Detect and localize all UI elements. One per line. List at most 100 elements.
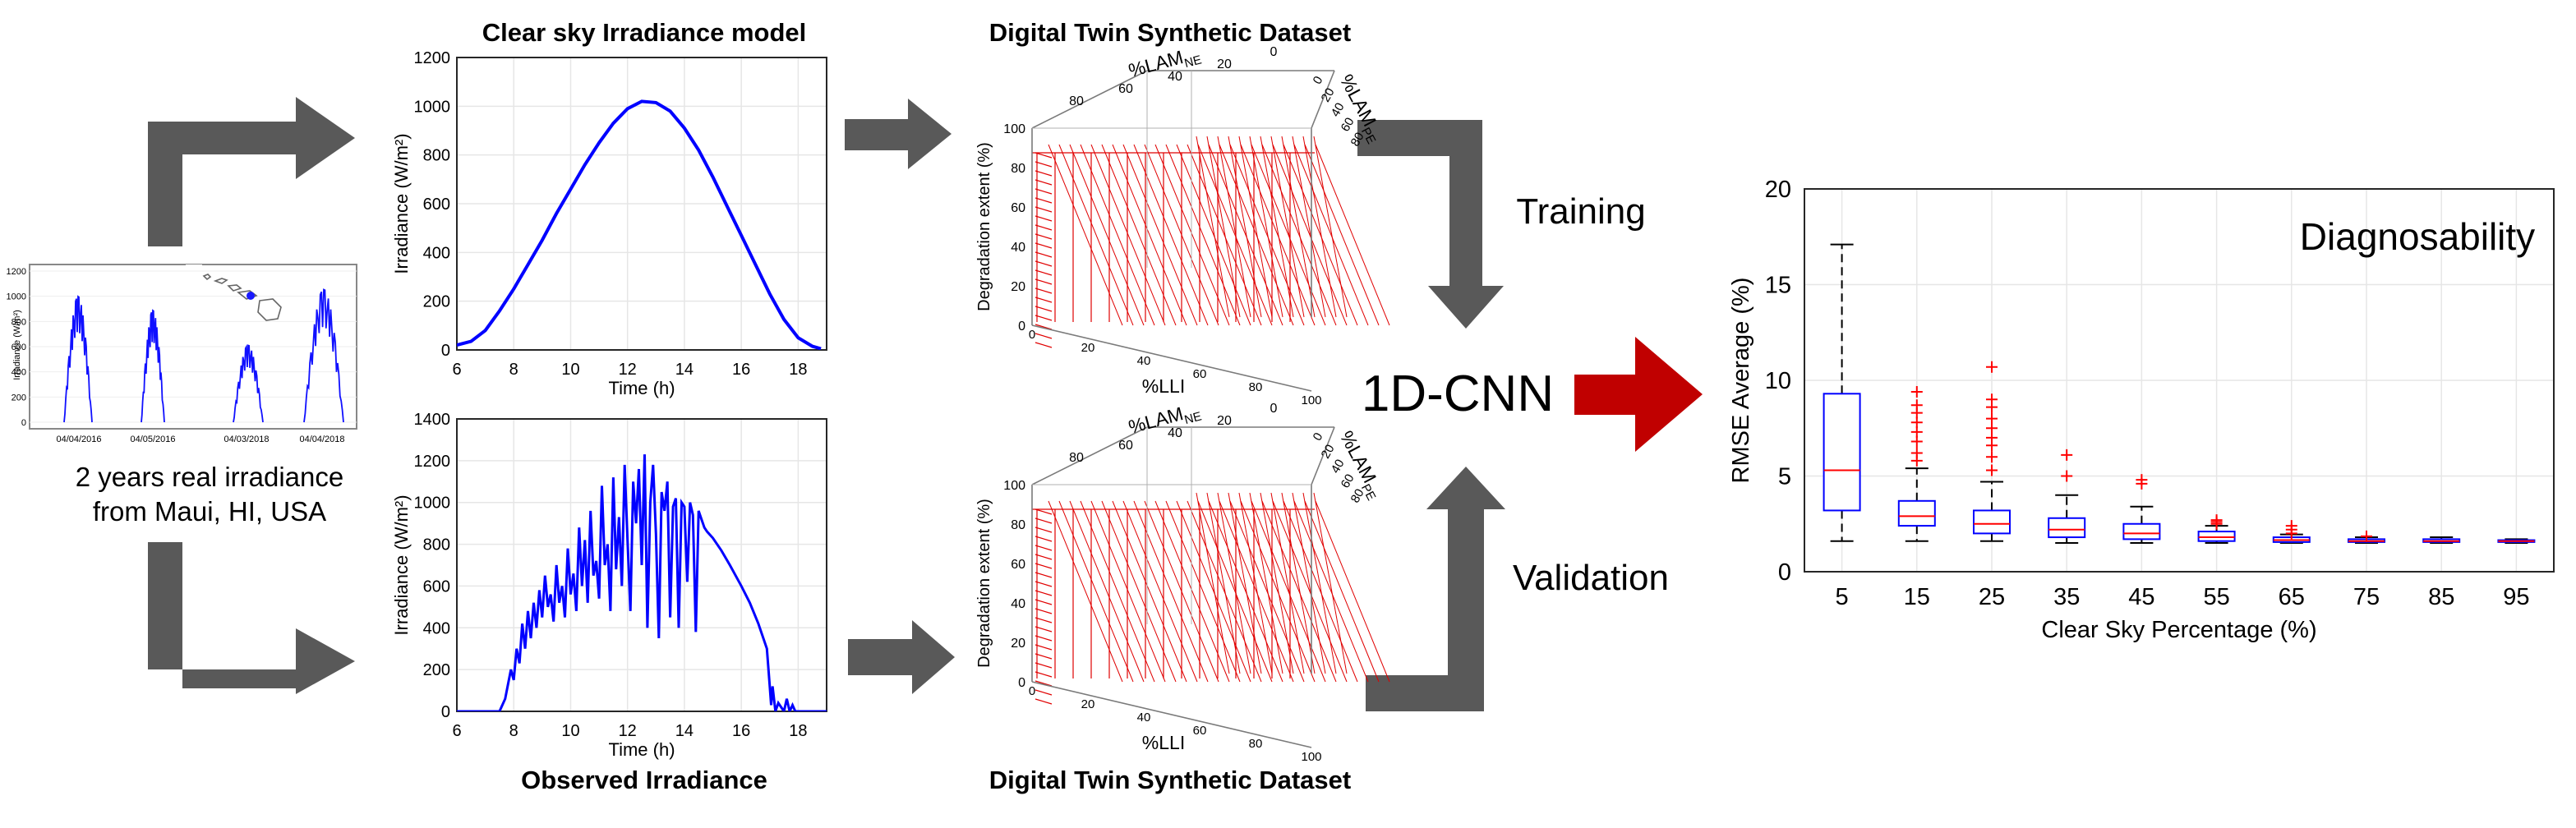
hatch-diagonal [1229,144,1305,326]
hatch-diagonal [1187,144,1262,326]
lli-tick-label: 60 [1193,724,1207,738]
hatch-diagonal [1228,136,1262,318]
hatch-tick [1035,680,1053,687]
hatch-diagonal [1313,492,1348,674]
hatch-diagonal [1122,500,1198,683]
lam-pe-tick-label: 0 [1311,430,1326,444]
hatch-tick [1035,206,1053,213]
x-tick-label: 14 [675,722,694,740]
hatch-tick [1035,572,1053,578]
model-label: 1D-CNN [1362,366,1554,422]
z-tick-label: 20 [1011,280,1025,294]
hatch-tick [1035,626,1053,632]
hatch-tick [1035,581,1053,587]
hatch-diagonal [1206,492,1241,674]
cube-edge [1311,426,1335,485]
y-tick-label: 800 [423,147,450,165]
mini-series-line [141,309,165,423]
hatch-tick [1035,635,1053,642]
hatch-diagonal [1228,492,1262,674]
hatch-tick [1035,527,1053,533]
lam-pe-tick-label: 0 [1311,74,1326,87]
lam-ne-tick-label: 40 [1168,426,1182,440]
hatch-tick [1035,608,1053,614]
box-75 [2348,530,2385,545]
lli-tick-label: 20 [1081,341,1095,355]
box-x-tick-label: 75 [2353,584,2380,610]
outlier-marker [2136,474,2148,486]
box-x-tick-label: 5 [1836,584,1849,610]
training-label: Training [1516,191,1645,232]
y-tick-label: 400 [423,619,450,637]
hatch-tick [1035,315,1053,321]
lli-tick-label: 0 [1029,328,1035,342]
box-body [2048,517,2086,539]
input-panel: Irradiance (W/m²) 120010008006004002000 … [7,264,357,527]
hatch-tick [1035,508,1053,515]
red-arrow [1574,337,1703,452]
clear-sky-title: Clear sky Irradiance model [482,18,807,47]
z-tick-label: 40 [1011,241,1025,255]
arrow-to-dataset-bottom [848,620,955,694]
box-ylabel: RMSE Average (%) [1728,278,1754,484]
hatch-diagonal [1208,144,1283,326]
hatch-diagonal [1154,144,1230,326]
hatch-diagonal [1270,136,1305,318]
mini-x-tick: 04/04/2018 [299,435,344,444]
hatch-diagonal [1302,136,1337,318]
z-tick-label: 60 [1011,558,1025,572]
mini-series-line [233,343,264,423]
lam-pe-tick-label: 60 [1339,115,1357,134]
hatch-tick [1035,644,1053,651]
z-tick-label: 100 [1003,479,1025,493]
z-tick-label: 0 [1018,320,1025,334]
mini-x-tick: 04/05/2016 [130,435,175,444]
mini-y-tick: 400 [12,368,26,378]
hatch-tick [1035,215,1053,222]
z-tick-label: 100 [1003,122,1025,136]
mini-y-tick: 200 [12,393,26,402]
box-title: Diagnosability [2300,215,2535,258]
box-5 [1823,243,1861,542]
lam-pe-tick-label: 40 [1329,100,1348,119]
y-tick-label: 0 [441,703,450,721]
hatch-diagonal [1196,136,1230,318]
observed-ylabel: Irradiance (W/m²) [391,494,412,635]
hatch-diagonal [1217,492,1251,674]
outlier-marker [2061,448,2073,461]
outlier-marker [1910,399,1923,412]
hatch-diagonal [1090,500,1166,683]
hatch-diagonal [1302,492,1337,674]
lam-ne-tick-label: 20 [1217,414,1232,428]
hatch-diagonal [1196,492,1230,674]
dataset-cube-top: 0204060801000204060801008060402000204060… [975,45,1390,407]
x-tick-label: 12 [619,722,637,740]
y-tick-label: 0 [441,342,450,360]
box-85 [2422,536,2461,545]
lam-ne-subscript: NE [1183,53,1204,71]
hatch-tick [1035,170,1053,177]
hatch-tick [1035,554,1053,560]
x-tick-label: 8 [509,722,518,740]
observed-xlabel: Time (h) [608,739,675,760]
x-tick-label: 8 [509,361,518,379]
mini-y-tick: 1200 [7,267,26,277]
mini-series-line [303,288,344,423]
hatch-tick [1035,342,1053,348]
box-body [1973,509,2011,535]
hatch-diagonal [1058,500,1134,683]
hatch-diagonal [1283,500,1358,683]
box-x-tick-label: 55 [2203,584,2229,610]
box-body [2122,522,2161,540]
box-x-tick-label: 95 [2503,584,2529,610]
box-x-tick-label: 15 [1904,584,1930,610]
outlier-marker [1910,385,1923,398]
mini-y-tick: 800 [12,317,26,327]
hatch-diagonal [1304,500,1380,683]
hatch-tick [1035,297,1053,303]
hatch-block [1032,136,1390,348]
hatch-diagonal [1313,136,1348,318]
hatch-tick [1035,590,1053,596]
outlier-marker [1986,412,1998,425]
mini-x-tick: 04/03/2018 [223,435,269,444]
